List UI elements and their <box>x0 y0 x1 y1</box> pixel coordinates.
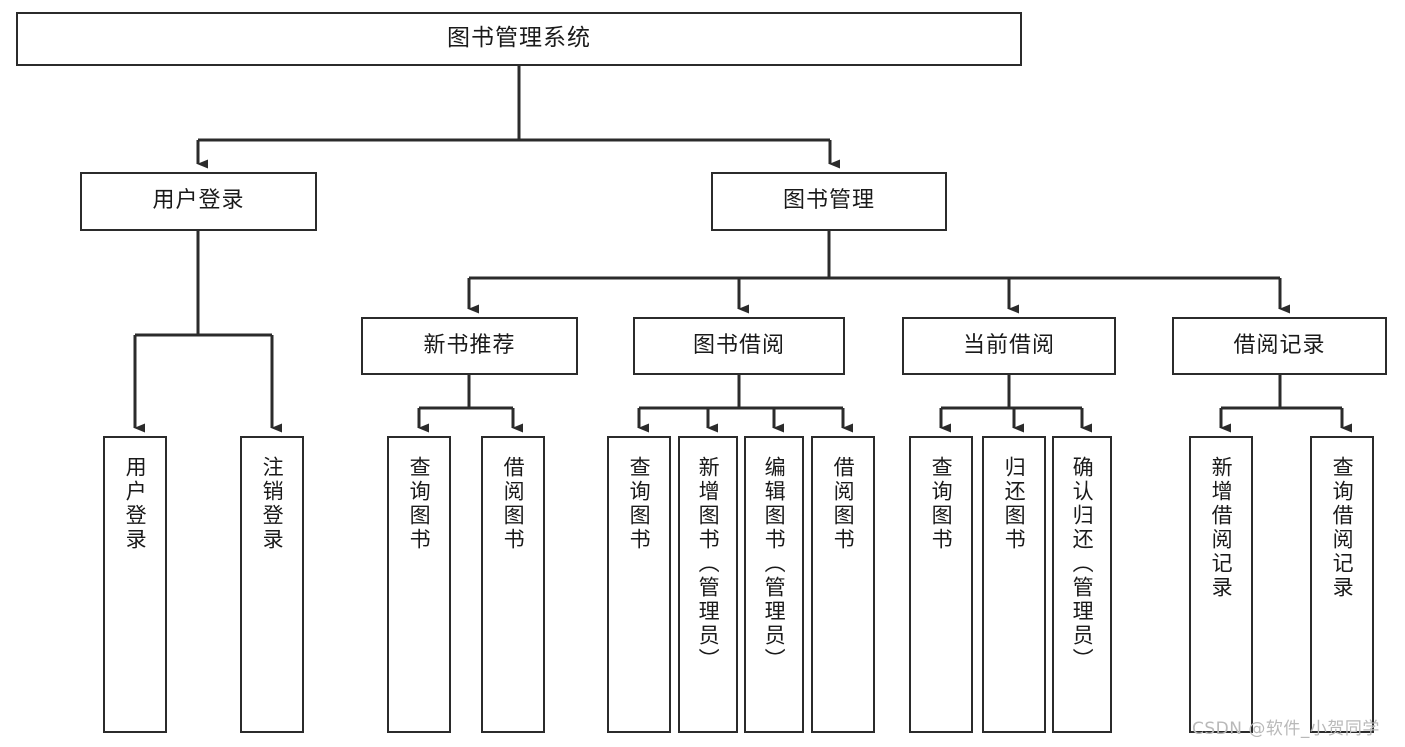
node-leaf-query-book-2[interactable]: 查询图书 <box>607 436 671 733</box>
node-leaf-add-book[interactable]: 新增图书（管理员） <box>678 436 738 733</box>
node-leaf-borrow-book-1[interactable]: 借阅图书 <box>481 436 545 733</box>
node-leaf-query-book-1[interactable]: 查询图书 <box>387 436 451 733</box>
watermark: CSDN @软件_小贺同学 <box>1192 719 1380 739</box>
node-leaf-query-book-3[interactable]: 查询图书 <box>909 436 973 733</box>
node-leaf-query-book-2-label: 查询图书 <box>627 456 652 552</box>
node-leaf-query-book-3-label: 查询图书 <box>929 456 954 552</box>
node-root-label: 图书管理系统 <box>447 25 591 52</box>
node-current-borrow[interactable]: 当前借阅 <box>902 317 1116 375</box>
node-leaf-return-book-label: 归还图书 <box>1002 456 1027 552</box>
node-leaf-query-record-label: 查询借阅记录 <box>1330 456 1355 600</box>
node-leaf-add-record-label: 新增借阅记录 <box>1209 456 1234 600</box>
node-book-management-label: 图书管理 <box>782 188 875 214</box>
node-leaf-confirm-return-label: 确认归还（管理员） <box>1070 456 1095 672</box>
node-leaf-return-book[interactable]: 归还图书 <box>982 436 1046 733</box>
node-leaf-borrow-book-1-label: 借阅图书 <box>501 456 526 552</box>
node-leaf-borrow-book-2[interactable]: 借阅图书 <box>811 436 875 733</box>
node-borrow-record[interactable]: 借阅记录 <box>1172 317 1387 375</box>
node-leaf-edit-book[interactable]: 编辑图书（管理员） <box>744 436 804 733</box>
node-user-login-label: 用户登录 <box>152 188 245 214</box>
node-leaf-confirm-return[interactable]: 确认归还（管理员） <box>1052 436 1112 733</box>
node-leaf-query-record[interactable]: 查询借阅记录 <box>1310 436 1374 733</box>
node-leaf-borrow-book-2-label: 借阅图书 <box>831 456 856 552</box>
node-leaf-user-logout-label: 注销登录 <box>260 456 285 552</box>
node-leaf-user-login-label: 用户登录 <box>123 456 148 552</box>
node-user-login[interactable]: 用户登录 <box>80 172 317 231</box>
node-leaf-user-login[interactable]: 用户登录 <box>103 436 167 733</box>
node-borrow-record-label: 借阅记录 <box>1233 332 1326 358</box>
node-book-borrow[interactable]: 图书借阅 <box>633 317 845 375</box>
node-leaf-add-book-label: 新增图书（管理员） <box>696 456 721 672</box>
node-leaf-edit-book-label: 编辑图书（管理员） <box>762 456 787 672</box>
node-new-book-recommend-label: 新书推荐 <box>423 332 516 358</box>
node-leaf-add-record[interactable]: 新增借阅记录 <box>1189 436 1253 733</box>
node-leaf-query-book-1-label: 查询图书 <box>407 456 432 552</box>
node-root[interactable]: 图书管理系统 <box>16 12 1022 66</box>
node-new-book-recommend[interactable]: 新书推荐 <box>361 317 578 375</box>
node-book-management[interactable]: 图书管理 <box>711 172 947 231</box>
node-current-borrow-label: 当前借阅 <box>962 332 1055 358</box>
node-leaf-user-logout[interactable]: 注销登录 <box>240 436 304 733</box>
node-book-borrow-label: 图书借阅 <box>692 332 785 358</box>
